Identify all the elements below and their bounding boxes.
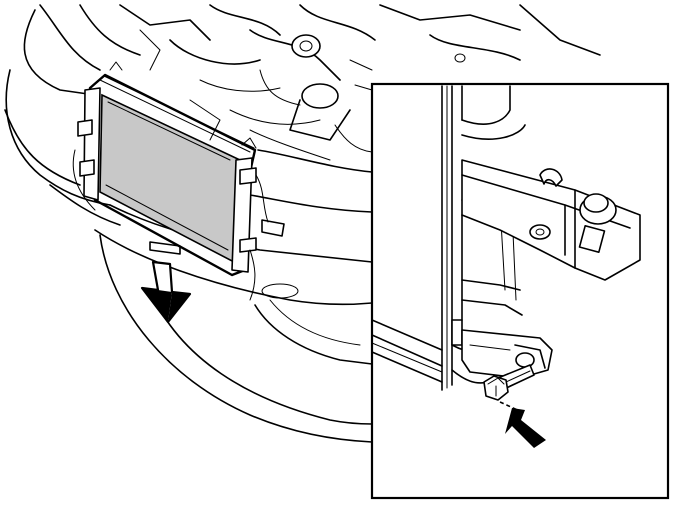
engine-bay xyxy=(39,4,601,161)
mounting-bracket xyxy=(461,159,641,281)
front-bumper xyxy=(4,9,373,443)
bolt-pointer-arrow xyxy=(505,408,546,448)
removal-direction-arrow xyxy=(140,260,192,324)
lower-clamp xyxy=(461,329,553,379)
mounting-bolt xyxy=(483,364,535,413)
detail-callout xyxy=(370,82,670,500)
condenser xyxy=(72,61,285,301)
